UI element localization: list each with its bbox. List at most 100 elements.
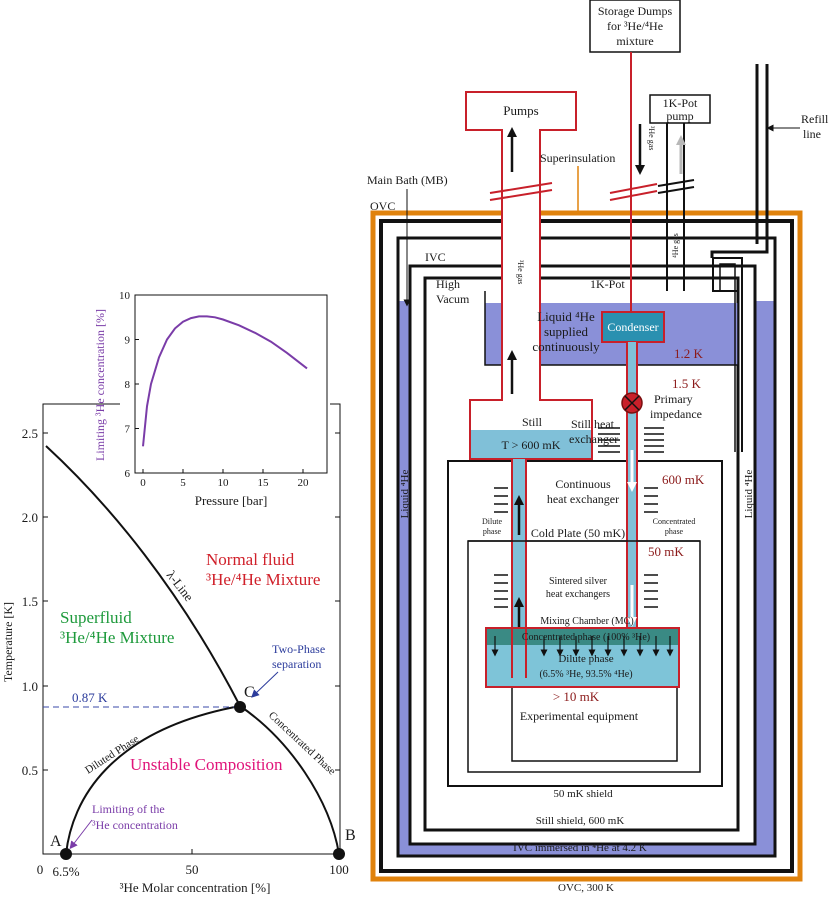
temp-50mk-label: 50 mK <box>648 544 684 559</box>
normal-fluid-label-2: ³He/⁴He Mixture <box>206 570 320 589</box>
inset-xtick-label: 0 <box>140 477 146 489</box>
point-a-label: A <box>50 833 62 850</box>
mc-dilute-label-2: (6.5% ³He, 93.5% ⁴He) <box>539 669 632 680</box>
inset-ytick-label: 10 <box>119 290 131 302</box>
concentrated-phase-label-1: Concentrated <box>653 517 696 526</box>
inset-ytick-label: 9 <box>125 335 131 347</box>
mc-flow-arrows <box>491 636 674 657</box>
still-temp-label: T > 600 mK <box>502 438 561 452</box>
experimental-label: Experimental equipment <box>520 709 639 723</box>
inset-xlabel: Pressure [bar] <box>195 493 268 508</box>
sintered-label-1: Sintered silver <box>549 576 608 587</box>
liquid-supply-label-3: continuously <box>532 339 600 354</box>
phase-xtick-50: 50 <box>186 862 199 877</box>
ovc-black-shell <box>379 219 794 873</box>
diluted-phase-curve <box>65 705 241 855</box>
inset-xtick-label: 20 <box>298 477 310 489</box>
mb-wall <box>396 236 777 858</box>
impedance-x2 <box>624 395 640 411</box>
normal-fluid-label-1: Normal fluid <box>206 550 295 569</box>
he4-gas-label: ⁴He gas <box>671 233 680 258</box>
storage-label-2: for ³He/⁴He <box>607 19 663 33</box>
pot-pump-label-2: pump <box>666 109 693 123</box>
continuous-heat-exchanger-ticks <box>494 487 658 513</box>
phase-xtick-100: 100 <box>329 862 349 877</box>
one-k-pot-label: 1K-Pot <box>590 277 625 291</box>
high-vacuum-label-2: Vacum <box>436 292 470 306</box>
apparatus: Storage Dumps for ³He/⁴He mixture Pumps … <box>367 0 829 894</box>
limiting-label-1: Limiting of the <box>92 802 165 816</box>
main-bath-label: Main Bath (MB) <box>367 173 448 187</box>
refill-label-2: line <box>803 127 821 141</box>
continuous-hx-label-2: heat exchanger <box>547 492 619 506</box>
liquid-supply-label-1: Liquid ⁴He <box>537 309 595 324</box>
ivc-label: IVC <box>425 250 446 264</box>
still-hx-label-2: exchanger <box>569 432 618 446</box>
high-vacuum-label-1: High <box>436 277 460 291</box>
point-b-label: B <box>345 827 356 844</box>
condenser-box <box>601 311 665 343</box>
mc-concentrated-fill <box>486 628 679 645</box>
primary-impedance-label-2: impedance <box>650 407 702 421</box>
point-c-marker <box>234 701 246 713</box>
still-heat-exchanger-ticks <box>598 427 664 453</box>
primary-impedance-label-1: Primary <box>654 392 693 406</box>
still-pump-line <box>465 91 593 460</box>
still-liquid <box>471 430 591 458</box>
dilute-phase-label-1: Dilute <box>482 517 502 526</box>
he3-gas-label-still: ³He gas <box>516 260 525 284</box>
storage-label-1: Storage Dumps <box>598 4 673 18</box>
dilute-phase-label-2: phase <box>483 527 502 536</box>
mc-concentrated-label: Concentrated phase (100% ³He) <box>522 632 650 643</box>
cold-plate-label: Cold Plate (50 mK) <box>531 526 625 540</box>
two-phase-label-2: separation <box>272 657 321 671</box>
inset-xtick-label: 15 <box>258 477 270 489</box>
liquid-supply-label-2: supplied <box>544 324 589 339</box>
t087-label: 0.87 K <box>72 690 108 705</box>
experimental-equipment-box <box>511 685 678 762</box>
phase-xlabel: ³He Molar concentration [%] <box>120 880 271 895</box>
storage-label-3: mixture <box>616 34 653 48</box>
phase-ytick-2-5: 2.5 <box>22 426 38 441</box>
sintered-heat-exchanger-ticks <box>494 574 658 608</box>
inset-ytick-label: 7 <box>125 424 131 436</box>
superfluid-label-1: Superfluid <box>60 608 132 627</box>
one-k-pot-wall <box>484 291 739 366</box>
liquid-he4-right-label: Liquid ⁴He <box>743 470 755 519</box>
temp-600mk-label: 600 mK <box>662 472 705 487</box>
inset-ytick-label: 8 <box>125 379 131 391</box>
mixing-chamber-label: Mixing Chamber (MC) <box>540 616 633 627</box>
phase-ytick-1-0: 1.0 <box>22 679 38 694</box>
limiting-label-2: ³He concentration <box>92 818 178 832</box>
still-label: Still <box>522 415 543 429</box>
storage-dumps-box <box>589 0 681 53</box>
superinsulation-label: Superinsulation <box>540 151 615 165</box>
condenser-label: Condenser <box>607 320 658 334</box>
lambda-line <box>45 445 241 707</box>
ovc-label: OVC <box>370 199 395 213</box>
concentrated-phase-label-2: phase <box>665 527 684 536</box>
point-b-marker <box>333 848 345 860</box>
phase-ytick-1-5: 1.5 <box>22 594 38 609</box>
sintered-label-2: heat exchangers <box>546 589 610 600</box>
refill-line-outer <box>710 64 769 258</box>
he3-valve-1 <box>609 183 658 194</box>
phase-ytick-0-5: 0.5 <box>22 763 38 778</box>
phase-xtick-0: 0 <box>37 862 44 877</box>
pot-pump-box <box>649 94 711 124</box>
inset-limiting-curve <box>142 315 308 447</box>
temp-1-2k-label: 1.2 K <box>674 346 704 361</box>
still-valve-1 <box>489 182 553 194</box>
mc-dilute-fill <box>486 645 679 687</box>
point-c-label: C <box>244 684 255 701</box>
temp-1-5k-label: 1.5 K <box>672 376 702 391</box>
still-shield-label: Still shield, 600 mK <box>536 815 625 827</box>
shield-50mk-label: 50 mK shield <box>553 788 613 800</box>
continuous-hx-label-1: Continuous <box>555 477 611 491</box>
temp-10mk-label: > 10 mK <box>553 689 600 704</box>
pot-pump-valve-2 <box>657 186 695 194</box>
he3-valve-2 <box>609 190 658 201</box>
